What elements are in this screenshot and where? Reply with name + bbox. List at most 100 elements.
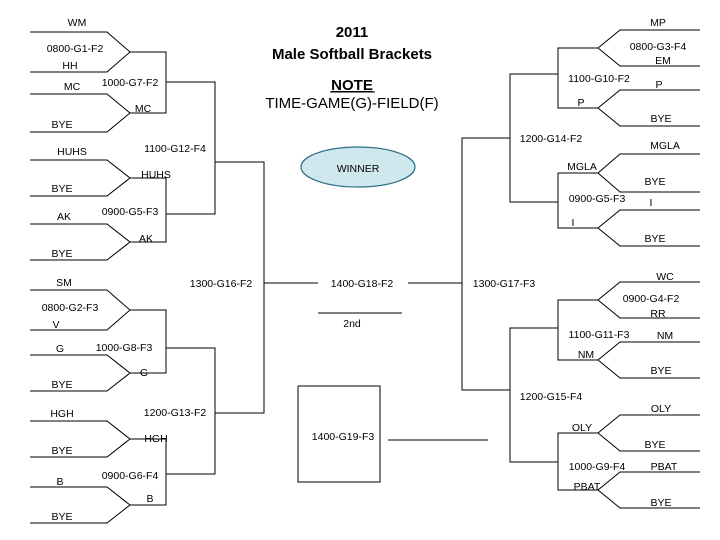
left-r1-h [30, 486, 131, 524]
left-r2-game-2: 0900-G5-F3 [102, 206, 159, 218]
consolation-bracket [297, 385, 381, 483]
left-r1-game-1: 0800-G1-F2 [47, 43, 104, 55]
right-team-16: BYE [650, 497, 671, 509]
left-r1-b [30, 93, 131, 133]
left-r2-team-5: HGH [144, 433, 167, 445]
right-r1-b [597, 89, 700, 127]
right-r2-a [557, 47, 598, 109]
left-r2-game-3: 1000-G8-F3 [96, 342, 153, 354]
right-r2-b [557, 172, 598, 229]
right-team-13: OLY [651, 403, 671, 415]
right-r3-a [509, 73, 558, 203]
left-team-10: V [52, 319, 59, 331]
right-r1-g [597, 414, 700, 452]
left-team-15: B [56, 476, 63, 488]
left-team-12: BYE [51, 379, 72, 391]
note-text: TIME-GAME(G)-FIELD(F) [265, 95, 438, 112]
right-r2-c [557, 299, 598, 361]
right-r1-game-2: 0900-G4-F2 [623, 293, 680, 305]
right-team-12: BYE [650, 365, 671, 377]
right-r3-game-1: 1200-G14-F2 [520, 133, 583, 145]
left-r2-game-1: 1000-G7-F2 [102, 77, 159, 89]
right-team-14: BYE [644, 439, 665, 451]
right-r2-game-3: 1100-G11-F3 [569, 329, 630, 341]
bracket-lines [30, 29, 700, 524]
right-team-3: P [655, 79, 662, 91]
left-r3-game-1: 1100-G12-F4 [144, 143, 206, 155]
title: Male Softball Brackets [272, 46, 432, 63]
left-r2-team-4: G [140, 367, 148, 379]
left-team-11: G [56, 343, 64, 355]
right-team-11: NM [657, 330, 673, 342]
left-team-1: WM [68, 17, 87, 29]
winner-label: WINNER [337, 163, 380, 175]
note-label: NOTE [331, 77, 373, 94]
left-team-2: HH [62, 60, 77, 72]
left-team-4: BYE [51, 119, 72, 131]
right-semi-game: 1300-G17-F3 [473, 278, 536, 290]
right-team-10: RR [650, 308, 666, 320]
left-team-13: HGH [50, 408, 73, 420]
left-team-8: BYE [51, 248, 72, 260]
left-team-3: MC [64, 81, 81, 93]
right-r3-game-2: 1200-G15-F4 [520, 391, 583, 403]
left-r1-f [30, 354, 131, 392]
right-r2-team-4: NM [578, 349, 594, 361]
left-team-5: HUHS [57, 146, 87, 158]
left-r2-d [130, 210, 167, 243]
right-r4 [461, 137, 510, 391]
left-r2-team-1: MC [135, 103, 152, 115]
left-team-16: BYE [51, 511, 72, 523]
left-r2-e [130, 309, 167, 348]
left-team-9: SM [56, 277, 72, 289]
right-r2-game-4: 1000-G9-F4 [569, 461, 626, 473]
right-r2-team-1: P [577, 97, 584, 109]
left-r1-d [30, 223, 131, 261]
right-r1-d [597, 209, 700, 247]
right-team-15: PBAT [651, 461, 678, 473]
title-year: 2011 [336, 24, 369, 41]
left-r2-c [130, 177, 167, 210]
left-r3-b [166, 347, 216, 475]
right-team-5: MGLA [650, 140, 680, 152]
right-r2-game-2: 0900-G5-F3 [569, 193, 626, 205]
left-r4 [215, 161, 265, 414]
right-r1-c [597, 153, 700, 193]
left-r2-h [130, 474, 167, 506]
right-r1-f [597, 341, 700, 379]
right-team-1: MP [650, 17, 666, 29]
left-r2-a [130, 51, 167, 82]
winner-oval [300, 146, 416, 188]
consolation-game-label: 1400-G19-F3 [312, 431, 375, 443]
right-team-2: EM [655, 55, 671, 67]
left-semi-game: 1300-G16-F2 [190, 278, 253, 290]
left-r3-a [165, 81, 216, 215]
left-r1-c [30, 159, 131, 197]
right-team-7: I [650, 197, 653, 209]
left-r1-g [30, 420, 131, 458]
right-team-8: BYE [644, 233, 665, 245]
right-r2-team-5: OLY [572, 422, 592, 434]
right-r1-a [597, 29, 700, 67]
left-r2-game-4: 0900-G6-F4 [102, 470, 159, 482]
right-team-9: WC [656, 271, 674, 283]
right-r2-team-2: MGLA [567, 161, 597, 173]
right-r1-h [597, 471, 700, 509]
right-r2-team-6: PBAT [574, 481, 601, 493]
left-team-14: BYE [51, 445, 72, 457]
left-r2-f [130, 348, 167, 374]
final-game-label: 1400-G18-F2 [331, 278, 394, 290]
left-r2-team-6: B [146, 493, 153, 505]
left-r2-g [130, 438, 167, 474]
left-r1-game-2: 0800-G2-F3 [42, 302, 99, 314]
left-r2-team-3: AK [139, 233, 153, 245]
right-r3-b [509, 327, 558, 463]
left-r3-game-2: 1200-G13-F2 [144, 407, 207, 419]
left-r2-b [130, 82, 167, 114]
left-team-7: AK [57, 211, 71, 223]
right-r1-game-1: 0800-G3-F4 [630, 41, 687, 53]
right-r2-game-1: 1100-G10-F2 [568, 73, 630, 85]
left-r2-team-2: HUHS [141, 169, 171, 181]
